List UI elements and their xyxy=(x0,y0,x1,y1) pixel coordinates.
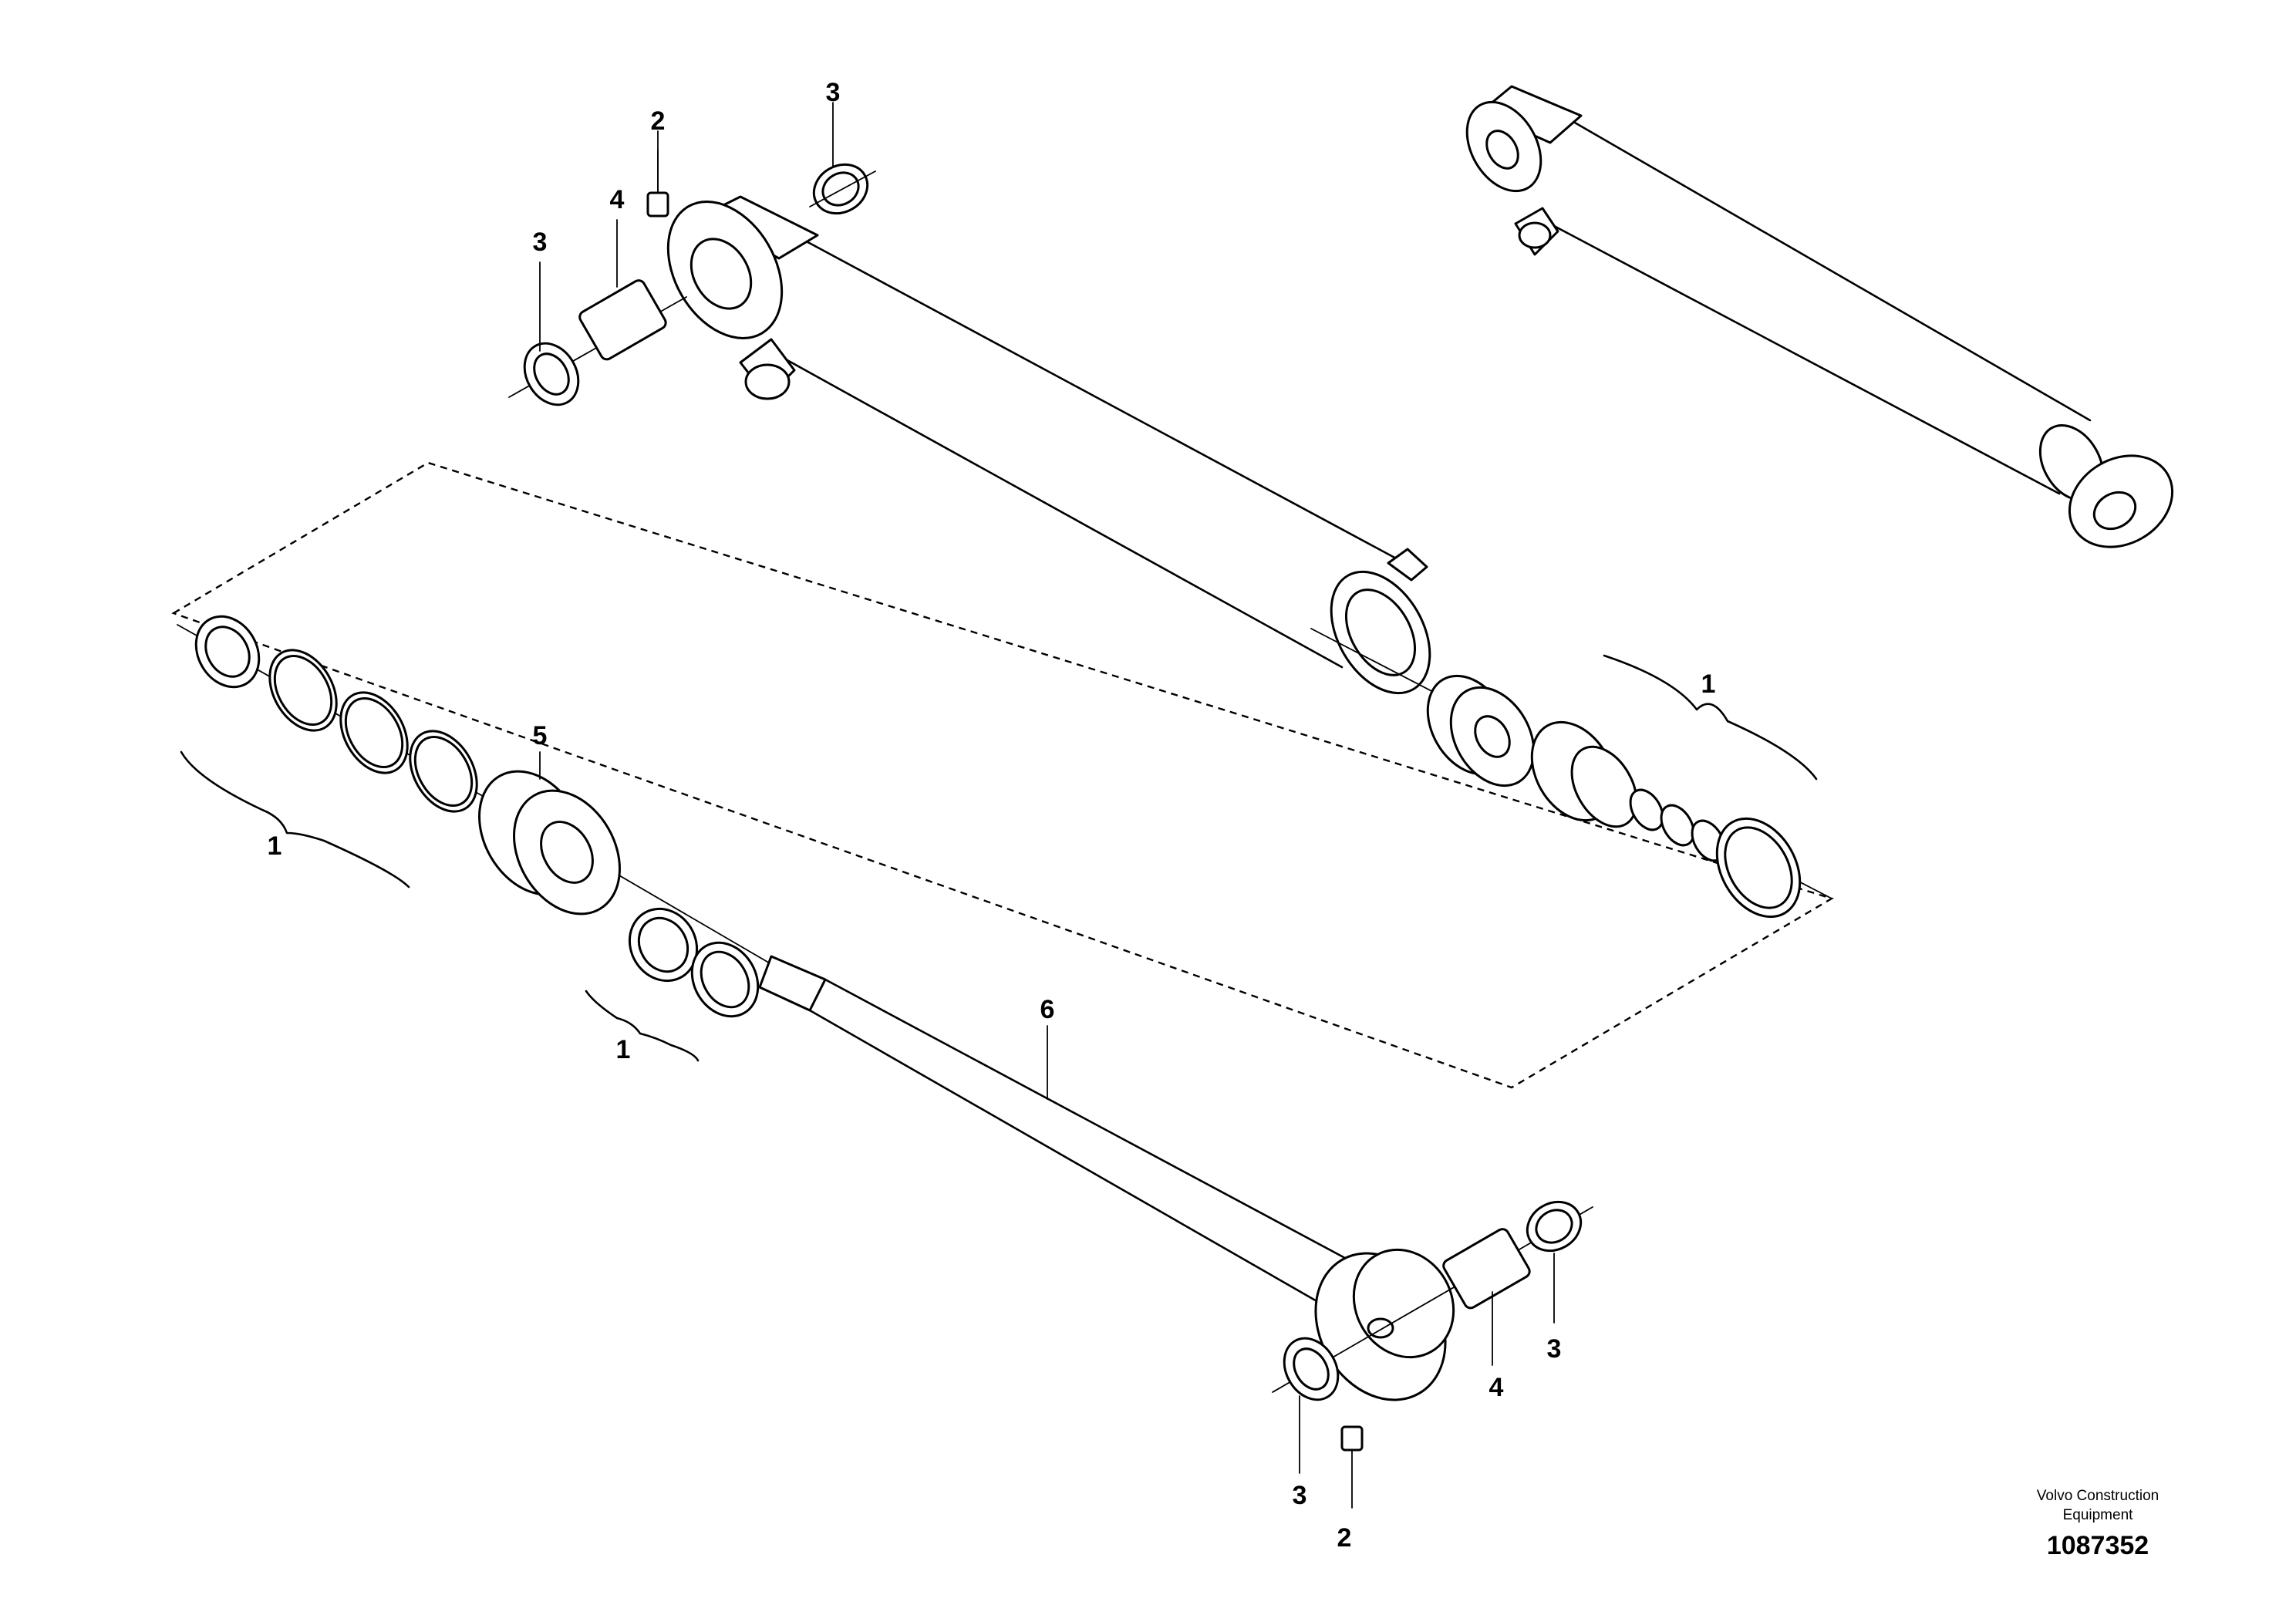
cylinder-head-part xyxy=(478,770,772,1018)
document-number: 1087352 xyxy=(2047,1531,2149,1560)
callout-seal-kit-right: 1 xyxy=(1701,669,1716,699)
seal-ring-stack-left xyxy=(177,615,494,813)
callout-bushing-bottom: 4 xyxy=(1489,1373,1504,1402)
callout-cylinder-head: 5 xyxy=(533,721,548,750)
bottom-pin-hardware xyxy=(1272,1200,1593,1509)
callout-seal-kit-left: 1 xyxy=(268,831,282,861)
callout-seal-kit-lower: 1 xyxy=(616,1035,631,1064)
callout-grease-nipple-bottom: 2 xyxy=(1337,1523,1352,1553)
callout-dust-seal-top-right: 3 xyxy=(826,78,841,107)
callout-piston-rod: 6 xyxy=(1040,995,1055,1024)
piston-rod-part xyxy=(758,955,1455,1401)
callout-bushing-top: 4 xyxy=(610,185,625,214)
brand-line-1: Volvo Construction xyxy=(2037,1488,2159,1504)
callout-dust-seal-bottom-left: 3 xyxy=(1293,1481,1307,1510)
top-pin-hardware xyxy=(508,150,876,406)
cylinder-barrel xyxy=(666,195,1431,695)
leader-lines xyxy=(180,102,1818,1474)
brand-line-2: Equipment xyxy=(2063,1507,2134,1523)
callout-dust-seal-top-left: 3 xyxy=(533,228,548,257)
assembled-cylinder xyxy=(1465,85,2174,548)
callout-dust-seal-bottom-right: 3 xyxy=(1547,1334,1562,1364)
piston-seal-stack-right xyxy=(1310,628,1832,919)
callout-grease-nipple-top: 2 xyxy=(651,106,666,136)
